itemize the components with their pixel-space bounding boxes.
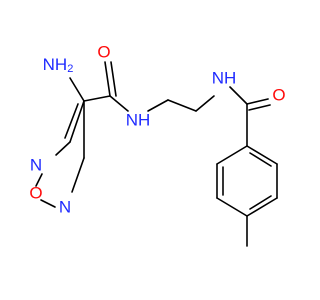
bond-ring-carbonyl <box>83 95 111 102</box>
bond-ch2a-ch2b <box>167 99 197 112</box>
bond-nh-carbonyl2 <box>229 86 248 105</box>
bond-ring-4 <box>216 197 248 217</box>
bond-ch2b-nh <box>195 95 215 112</box>
bond-o1-n5 <box>40 199 56 208</box>
bond-ring-6 <box>216 145 248 165</box>
ring-o1-label: O <box>29 184 42 203</box>
ring-n5-label: N <box>59 198 71 217</box>
molecule-diagram: NH2 N O N O NH NH O <box>29 43 286 247</box>
ring-n2-label: N <box>30 156 42 175</box>
bond-n2-o1 <box>35 173 43 187</box>
bond-carbonyl2-o-double <box>248 104 271 111</box>
amide2-nh-label: NH <box>212 69 237 88</box>
bond-c-nh2 <box>69 77 85 102</box>
bond-carbonyl-o-double <box>110 61 117 97</box>
bond-ring-3 <box>246 197 278 217</box>
amide1-nh-label: NH <box>126 111 151 130</box>
bond-c3-n2 <box>55 141 71 156</box>
atom-labels: NH2 N O N O NH NH O <box>29 43 285 217</box>
bond-ring-1 <box>246 145 278 165</box>
amide2-o-label: O <box>272 86 285 105</box>
bond-c4-c3-double <box>64 103 79 139</box>
bond-ring-inner-2 <box>249 195 272 210</box>
structure-svg: NH2 N O N O NH NH O <box>29 43 286 247</box>
amide1-o-label: O <box>97 43 110 62</box>
bond-c4-c3 <box>69 100 85 143</box>
bond-nh-ch2a <box>147 99 169 112</box>
amino-label: NH2 <box>43 55 74 76</box>
bond-carbonyl-nh <box>109 95 129 112</box>
bond-n5-c4 <box>71 157 85 193</box>
bond-carbonyl2-o <box>246 98 269 105</box>
bonds <box>35 61 278 247</box>
bond-ring-inner-1 <box>249 152 272 167</box>
bond-carbonyl-o <box>104 61 111 97</box>
